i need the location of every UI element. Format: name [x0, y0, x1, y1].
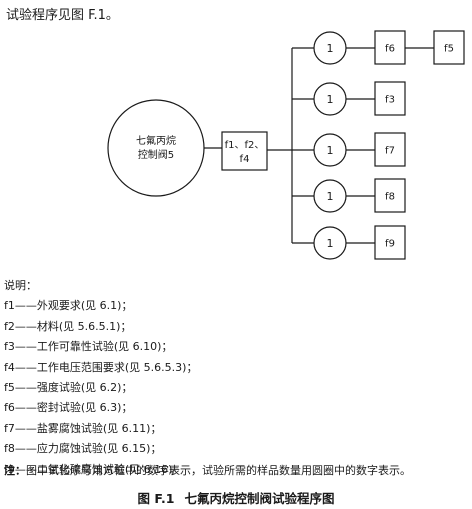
legend-text: ——材料(见 5.6.5.1)；: [14, 319, 132, 333]
legend-item: f2——材料(见 5.6.5.1)；: [4, 317, 197, 337]
legend-item: f8——应力腐蚀试验(见 6.15)；: [4, 439, 197, 459]
legend-item: f1——外观要求(见 6.1)；: [4, 296, 197, 316]
legend-text: ——强度试验(见 6.2)；: [14, 381, 133, 395]
legend-code: f7: [4, 421, 15, 435]
test-step-label: f9: [385, 239, 395, 250]
source-node: [107, 99, 205, 197]
legend-item: f9——二氧化硫腐蚀试验(见 6.16)。: [4, 460, 197, 480]
legend-text: ——二氧化硫腐蚀试验(见 6.16)。: [14, 462, 184, 476]
start-box-label: f1、f2、: [225, 140, 265, 151]
test-step-label: f7: [385, 146, 395, 157]
legend-code: f1: [4, 299, 15, 313]
test-step-label: f6: [385, 44, 395, 55]
source-node-label: 控制阀5: [138, 148, 174, 161]
sample-count-label: 1: [327, 93, 334, 106]
sample-count-label: 1: [327, 42, 334, 55]
sample-count-label: 1: [327, 190, 334, 203]
legend-item: f7——盐雾腐蚀试验(见 6.11)；: [4, 419, 197, 439]
legend-item: f4——工作电压范围要求(见 5.6.5.3)；: [4, 358, 197, 378]
legend-text: ——外观要求(见 6.1)；: [14, 299, 133, 313]
legend: 说明： f1——外观要求(见 6.1)； f2——材料(见 5.6.5.1)； …: [4, 276, 197, 480]
sample-count-label: 1: [327, 144, 334, 157]
legend-text: ——应力腐蚀试验(见 6.15)；: [14, 442, 162, 456]
legend-code: f3: [4, 340, 15, 354]
sample-count-label: 1: [327, 237, 334, 250]
test-step-label: f8: [385, 192, 395, 203]
figure-title: 七氟丙烷控制阀试验程序图: [184, 491, 335, 506]
figure-caption: 图 F.1 七氟丙烷控制阀试验程序图: [0, 488, 472, 507]
start-box: [221, 131, 268, 171]
figure-number: 图 F.1: [137, 491, 175, 506]
legend-item: f3——工作可靠性试验(见 6.10)；: [4, 337, 197, 357]
test-step-box: [374, 225, 406, 260]
legend-text: ——盐雾腐蚀试验(见 6.11)；: [14, 421, 162, 435]
legend-code: f4: [4, 360, 15, 374]
legend-code: f8: [4, 442, 15, 456]
test-step-box: [374, 132, 406, 167]
legend-code: f6: [4, 401, 15, 415]
legend-item: f5——强度试验(见 6.2)；: [4, 378, 197, 398]
legend-code: f9: [4, 462, 15, 476]
note-text: 图中试验序号用方框中的数字表示，试验所需的样品数量用圆圈中的数字表示。: [26, 464, 411, 477]
legend-title: 说明：: [4, 279, 37, 292]
test-step-box: [374, 81, 406, 116]
test-step-box: [374, 178, 406, 213]
legend-code: f5: [4, 381, 15, 395]
test-step-label: f5: [444, 44, 454, 55]
note-label: 注：: [4, 464, 26, 477]
legend-code: f2: [4, 319, 15, 333]
test-step-label: f3: [385, 95, 395, 106]
intro-text: 试验程序见图 F.1。: [6, 8, 119, 23]
start-box-label: f4: [240, 154, 250, 165]
source-node-label: 七氟丙烷: [136, 134, 176, 147]
note: 注：图中试验序号用方框中的数字表示，试验所需的样品数量用圆圈中的数字表示。: [4, 462, 411, 478]
legend-item: f6——密封试验(见 6.3)；: [4, 398, 197, 418]
legend-text: ——工作电压范围要求(见 5.6.5.3)；: [14, 360, 198, 374]
legend-text: ——密封试验(见 6.3)；: [14, 401, 133, 415]
test-step-box: [433, 30, 465, 65]
legend-text: ——工作可靠性试验(见 6.10)；: [14, 340, 173, 354]
test-procedure-diagram: 七氟丙烷 控制阀5 f1、f2、 f4 1 f6 f5 1 f3 1 f: [107, 30, 465, 260]
